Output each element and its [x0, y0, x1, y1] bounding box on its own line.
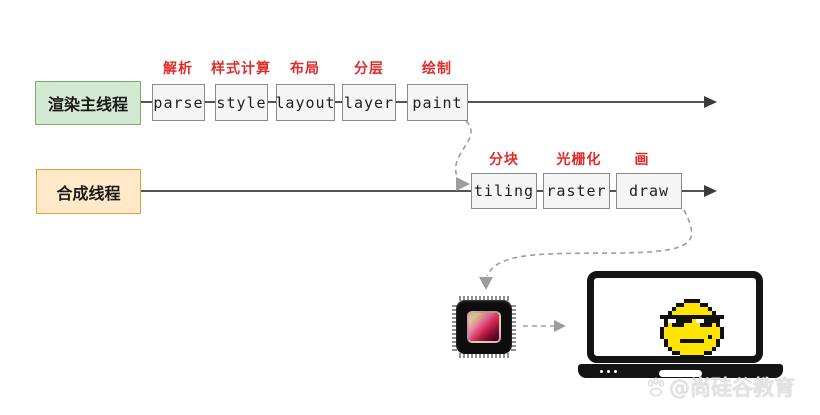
label-layer-cn: 分层 [354, 61, 384, 77]
laptop-base [578, 364, 783, 378]
gpu-chip-icon [452, 296, 516, 358]
label-raster-cn: 光栅化 [556, 152, 602, 168]
main-thread-box: 渲染主线程 [35, 81, 141, 125]
laptop-dot [614, 369, 617, 373]
label-parse-cn: 解析 [163, 61, 193, 77]
label-style-cn: 样式计算 [211, 61, 271, 77]
laptop-screen [587, 271, 763, 363]
label-tiling-cn: 分块 [489, 152, 519, 168]
stage-raster: raster [543, 173, 610, 209]
paw-icon [647, 377, 665, 397]
chip-pins-bottom [459, 353, 509, 358]
stage-paint: paint [407, 84, 468, 121]
stage-layout: layout [275, 84, 335, 121]
paint-to-tiling-dashed-arrow [454, 120, 472, 191]
stage-parse: parse [152, 84, 205, 121]
chip-pins-top [459, 296, 509, 301]
compositor-thread-box: 合成线程 [36, 169, 141, 214]
watermark: @尚硅谷教育 [645, 372, 795, 402]
laptop-icon [578, 271, 783, 379]
chip-body [456, 300, 512, 354]
laptop-dot [607, 369, 610, 373]
label-draw-cn: 画 [634, 152, 650, 168]
laptop-slot [659, 370, 702, 377]
draw-to-gpu-dashed-arrow [479, 209, 693, 290]
pixel-smiley-sunglasses-icon [660, 299, 724, 359]
stage-layer: layer [342, 84, 396, 121]
label-layout-cn: 布局 [290, 61, 320, 77]
chip-pins-right [511, 303, 516, 351]
laptop-dot [600, 369, 603, 373]
label-paint-cn: 绘制 [422, 61, 452, 77]
watermark-text: @尚硅谷教育 [669, 376, 795, 400]
compositor-thread-arrow-line [141, 185, 717, 197]
stage-tiling: tiling [471, 173, 537, 209]
stage-style: style [215, 84, 268, 121]
chip-pins-left [452, 303, 457, 351]
gpu-to-laptop-dashed-arrow [523, 320, 566, 332]
stage-draw: draw [616, 173, 682, 209]
chip-die-image [467, 311, 501, 343]
